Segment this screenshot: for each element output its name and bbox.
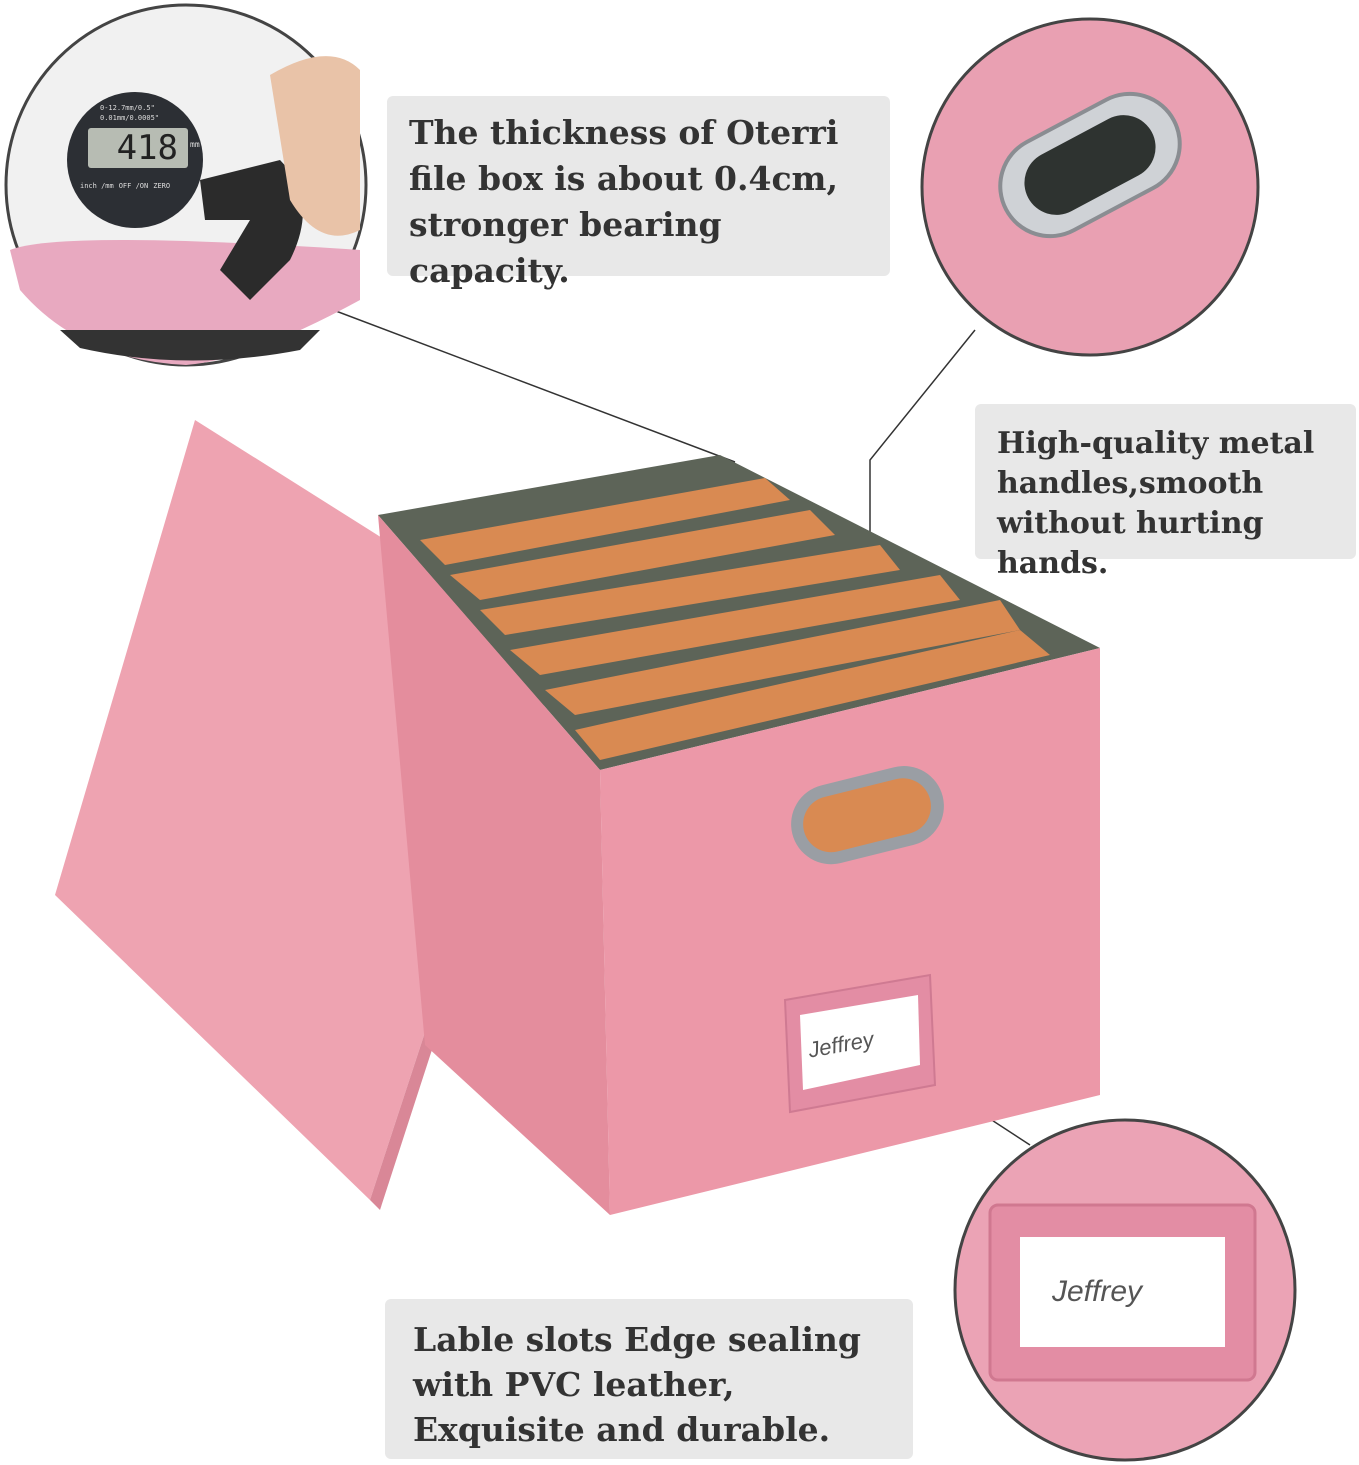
caliper-range: 0-12.7mm/0.5" [100, 104, 155, 112]
label-slot-detail-circle [953, 1118, 1297, 1462]
caliper-resolution: 0.01mm/0.0005" [100, 114, 160, 122]
callout-label-slots: Lable slots Edge sealing with PVC leathe… [385, 1299, 913, 1459]
caliper-unit: mm [190, 140, 200, 149]
caliper-specs: 0-12.7mm/0.5" 0.01mm/0.0005" [100, 104, 159, 123]
caliper-button-zero: ZERO [153, 182, 171, 190]
caliper-detail-circle [4, 3, 368, 367]
callout-thickness-text: The thickness of Oterri file box is abou… [409, 113, 839, 290]
file-box [378, 455, 1100, 1215]
caliper-buttons: inch /mm OFF /ON ZERO [80, 182, 170, 191]
handle-detail-circle [920, 17, 1260, 357]
caliper-button-inch: inch /mm [80, 182, 114, 190]
hanging-folders [420, 478, 1050, 760]
zoom-label-text: Jeffrey [1052, 1275, 1143, 1308]
caliper-reading: 418 [88, 128, 188, 168]
callout-handles: High-quality metal handles,smooth withou… [975, 404, 1356, 581]
caliper-button-off: OFF /ON [118, 182, 149, 190]
callout-handles-text: High-quality metal handles,smooth withou… [997, 426, 1315, 581]
callout-thickness: The thickness of Oterri file box is abou… [387, 96, 890, 290]
callout-label-slots-text: Lable slots Edge sealing with PVC leathe… [413, 1320, 861, 1449]
